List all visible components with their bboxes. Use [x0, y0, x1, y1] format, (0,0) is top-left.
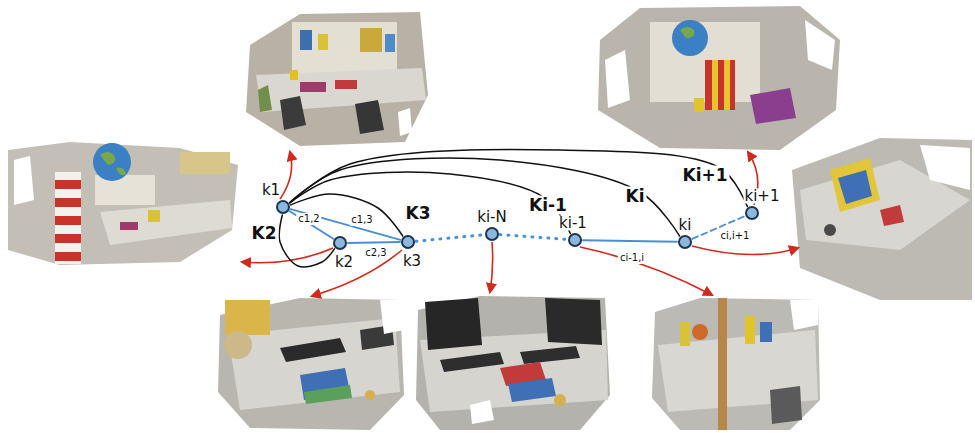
point-cloud-view — [652, 298, 820, 430]
point-cloud-view — [8, 142, 238, 265]
constraint-edge — [583, 240, 677, 242]
constraint-edge — [290, 211, 333, 238]
point-cloud-view — [416, 296, 610, 430]
point-cloud-view — [218, 298, 404, 430]
point-cloud-view — [246, 12, 428, 146]
view-pointer — [242, 248, 333, 263]
keyframe-link-label: Ki — [623, 187, 646, 206]
keyframe-label: k1 — [261, 183, 281, 198]
view-pointer — [490, 242, 493, 292]
keyframe-label: k3 — [402, 254, 422, 269]
view-pointer — [312, 250, 402, 296]
keyframe-node: k2 — [333, 236, 347, 250]
view-pointer — [580, 247, 712, 295]
constraint-label: c1,2 — [296, 213, 321, 225]
keyframe-node: k3 — [401, 235, 415, 249]
keyframe-label: k2 — [334, 255, 354, 270]
keyframe-link-label: K2 — [249, 224, 278, 243]
constraint-edge — [348, 241, 400, 244]
view-pointer — [280, 152, 292, 199]
point-cloud-view — [792, 138, 972, 300]
keyframe-label: ki — [678, 218, 693, 233]
keyframe-link-label: K3 — [403, 204, 432, 223]
keyframe-node: ki — [678, 235, 692, 249]
keyframe-node: ki+1 — [745, 206, 759, 220]
keyframe-link — [290, 149, 748, 206]
constraint-edge — [291, 209, 401, 240]
constraint-edge — [500, 235, 567, 240]
keyframe-node: k1 — [276, 200, 290, 214]
view-pointer — [692, 246, 798, 255]
keyframe-node: ki-1 — [568, 233, 582, 247]
constraint-label: ci-1,i — [618, 252, 646, 264]
keyframe-label: ki-N — [476, 210, 508, 225]
keyframe-link — [290, 158, 680, 236]
keyframe-label: ki-1 — [558, 216, 588, 231]
constraint-label: c2,3 — [363, 247, 388, 259]
keyframe-link — [290, 172, 570, 233]
keyframe-node: ki-N — [485, 227, 499, 241]
constraint-label: c1,3 — [349, 214, 374, 226]
point-cloud-view — [598, 6, 840, 150]
keyframe-label: ki+1 — [744, 189, 781, 204]
keyframe-link-label: Ki-1 — [527, 196, 569, 215]
keyframe-link-label: Ki+1 — [680, 166, 729, 185]
keyframe-link — [291, 194, 403, 236]
view-pointer — [242, 152, 798, 296]
constraint-edge — [416, 235, 484, 241]
constraint-label: ci,i+1 — [719, 230, 752, 242]
